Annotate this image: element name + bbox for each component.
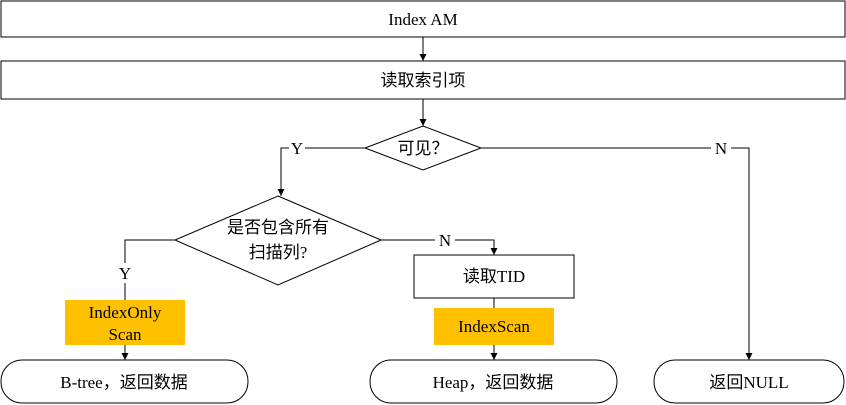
index-only-scan-line2: Scan — [108, 325, 142, 344]
read-index-item-box — [0, 60, 846, 100]
btree-return-terminal — [0, 359, 249, 404]
contains-yes-label: Y — [119, 264, 131, 283]
visible-no-connector — [481, 147, 753, 360]
index-only-scan-badge — [65, 300, 185, 345]
visible-no-label: N — [715, 139, 727, 158]
contains-yes-label-bg — [116, 263, 134, 283]
heap-return-label: Heap，返回数据 — [433, 373, 554, 392]
read-tid-label: 读取TID — [463, 267, 525, 286]
visible-yes-connector — [277, 147, 365, 196]
btree-return-label: B-tree，返回数据 — [60, 373, 187, 392]
visible-decision-diamond — [363, 125, 483, 171]
read-tid-box — [413, 254, 575, 299]
index-scan-badge — [434, 308, 554, 345]
return-null-label: 返回NULL — [709, 373, 788, 392]
index-am-label: Index AM — [388, 10, 457, 29]
return-null-terminal — [653, 359, 845, 404]
contains-no-connector — [381, 239, 498, 255]
contains-no-label: N — [439, 231, 451, 250]
contains-all-cols-line2: 扫描列? — [249, 243, 308, 262]
visible-no-label-bg — [711, 138, 731, 158]
read-index-item-label: 读取索引项 — [381, 71, 466, 90]
contains-all-cols-diamond — [173, 195, 383, 286]
contains-all-cols-line1: 是否包含所有 — [227, 218, 329, 237]
visible-decision-label: 可见？ — [398, 139, 449, 158]
visible-yes-label: Y — [291, 139, 303, 158]
visible-yes-label-bg — [289, 138, 305, 158]
heap-return-terminal — [369, 359, 618, 404]
contains-no-label-bg — [435, 230, 455, 250]
index-scan-label: IndexScan — [458, 317, 530, 336]
index-am-box — [0, 0, 846, 38]
index-only-scan-line1: IndexOnly — [89, 303, 162, 322]
